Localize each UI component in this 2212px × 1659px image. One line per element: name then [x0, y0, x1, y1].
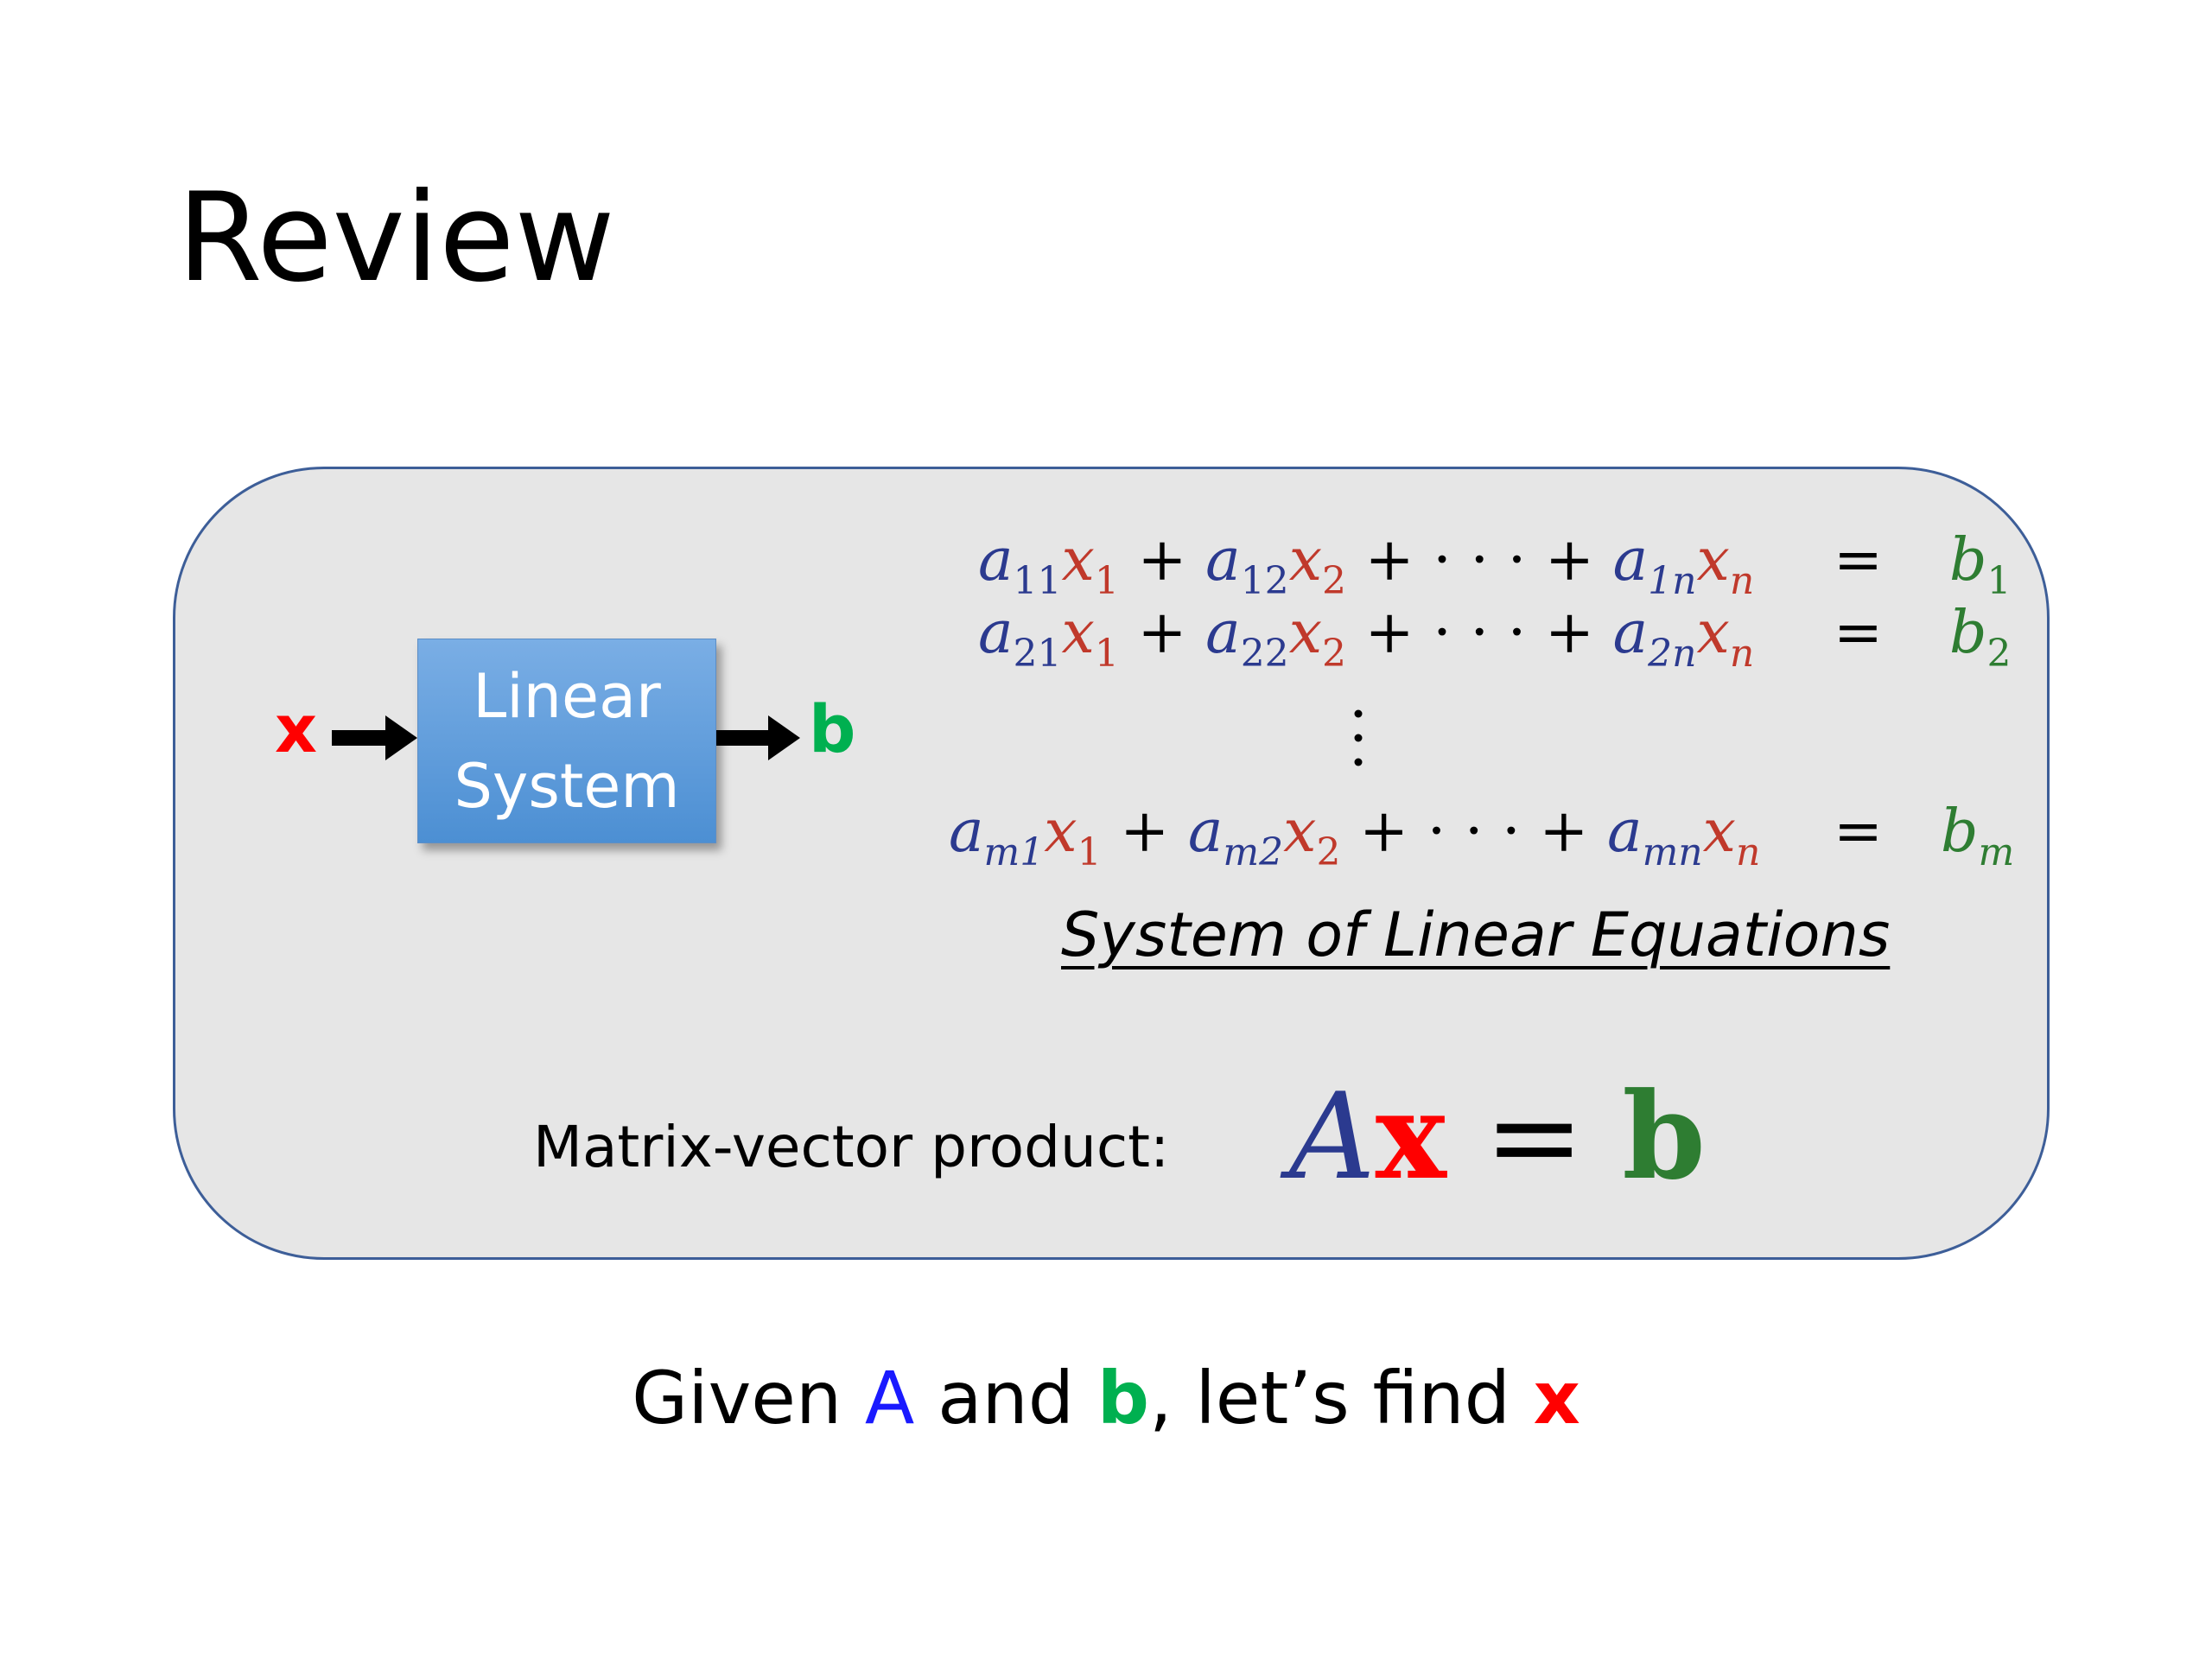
coef-sub: 2n	[1648, 632, 1697, 676]
coef-a: a	[978, 599, 1014, 667]
result-b: b	[1949, 526, 1987, 594]
plus-sign: +	[1120, 798, 1170, 866]
output-arrow	[715, 715, 800, 760]
given-A: A	[864, 1356, 915, 1440]
coef-sub: 11	[1013, 559, 1062, 603]
var-x: x	[1696, 599, 1730, 667]
var-sub: 1	[1094, 559, 1119, 603]
coef-a: a	[1187, 798, 1224, 866]
input-arrow	[332, 715, 417, 760]
var-sub: 2	[1322, 559, 1347, 603]
linear-system-box: Linear System	[417, 639, 716, 843]
equals-sign: =	[1834, 599, 1883, 667]
coef-a: a	[1612, 526, 1649, 594]
var-sub: 1	[1094, 632, 1119, 676]
var-sub: n	[1729, 632, 1755, 676]
plus-sign: +	[1137, 599, 1187, 667]
vdot	[1354, 758, 1363, 766]
result-sub: m	[1978, 830, 2015, 874]
result-b: b	[1941, 798, 1979, 866]
box-line-1: Linear	[473, 660, 661, 732]
cdots: · · ·	[1433, 599, 1527, 667]
coef-a: a	[1205, 526, 1241, 594]
coef-a: a	[1612, 599, 1649, 667]
coef-sub: mn	[1642, 830, 1703, 874]
equation-lhs: a11x1 + a12x2 + · · · + a1nxn	[978, 522, 1755, 603]
review-panel	[173, 467, 2050, 1260]
find-x: x	[1533, 1356, 1580, 1440]
cdots: · · ·	[1433, 526, 1527, 594]
result-b: b	[1949, 599, 1987, 667]
plus-sign: +	[1364, 599, 1414, 667]
input-x-label: x	[275, 690, 318, 767]
plus-sign: +	[1359, 798, 1409, 866]
plus-sign: +	[1539, 798, 1589, 866]
matrix-A: A	[1289, 1067, 1376, 1206]
vector-x: x	[1375, 1065, 1446, 1206]
output-arrow-shaft	[715, 730, 772, 746]
equation-rhs: bm	[1941, 793, 2015, 874]
var-x: x	[1283, 798, 1317, 866]
matrix-vector-equation: Ax = b	[1289, 1065, 1706, 1209]
matrix-vector-label: Matrix-vector product:	[533, 1114, 1170, 1180]
slide-title: Review	[177, 167, 615, 309]
var-x: x	[1061, 599, 1095, 667]
and-text: and	[938, 1356, 1075, 1440]
lets-find-text: , let’s find	[1148, 1356, 1510, 1440]
plus-sign: +	[1364, 526, 1414, 594]
coef-sub: 12	[1240, 559, 1289, 603]
coef-a: a	[1205, 599, 1241, 667]
input-arrow-head	[385, 715, 417, 760]
var-sub: 2	[1322, 632, 1347, 676]
output-arrow-head	[768, 715, 800, 760]
coef-sub: m2	[1223, 830, 1284, 874]
coef-a: a	[978, 526, 1014, 594]
coef-sub: 21	[1013, 632, 1062, 676]
equals-sign: =	[1834, 526, 1883, 594]
coef-sub: 22	[1240, 632, 1289, 676]
bottom-statement: Given A and b, let’s find x	[0, 1355, 2212, 1442]
equation-rhs: b2	[1949, 594, 2012, 673]
cdots: · · ·	[1427, 798, 1521, 866]
equals-sign: =	[1484, 1067, 1585, 1206]
var-x: x	[1702, 798, 1736, 866]
equation-lhs: a21x1 + a22x2 + · · · + a2nxn	[978, 594, 1754, 673]
var-x: x	[1288, 599, 1323, 667]
var-sub: 2	[1316, 830, 1341, 874]
coef-sub: m1	[983, 830, 1045, 874]
var-x: x	[1288, 526, 1323, 594]
equals-sign: =	[1834, 798, 1883, 866]
var-sub: n	[1729, 559, 1755, 603]
equations-caption: System of Linear Equations	[1061, 899, 1891, 970]
coef-a: a	[1607, 798, 1643, 866]
equation-lhs: am1x1 + am2x2 + · · · + amnxn	[949, 793, 1761, 874]
plus-sign: +	[1544, 526, 1594, 594]
var-x: x	[1061, 526, 1095, 594]
plus-sign: +	[1137, 526, 1187, 594]
var-x: x	[1696, 526, 1730, 594]
coef-sub: 1n	[1648, 559, 1697, 603]
given-b: b	[1096, 1356, 1149, 1440]
equation-rhs: b1	[1949, 522, 2012, 603]
input-arrow-shaft	[332, 730, 389, 746]
vdot	[1354, 709, 1363, 718]
given-text: Given	[632, 1356, 842, 1440]
result-sub: 1	[1986, 559, 2012, 603]
result-sub: 2	[1986, 632, 2012, 676]
vdot	[1354, 734, 1363, 742]
var-x: x	[1044, 798, 1077, 866]
box-line-2: System	[454, 750, 680, 822]
var-sub: 1	[1077, 830, 1102, 874]
vector-b: b	[1622, 1065, 1706, 1206]
vertical-dots	[1354, 709, 1363, 766]
output-b-label: b	[809, 690, 856, 767]
var-sub: n	[1736, 830, 1761, 874]
plus-sign: +	[1544, 599, 1594, 667]
coef-a: a	[949, 798, 984, 866]
